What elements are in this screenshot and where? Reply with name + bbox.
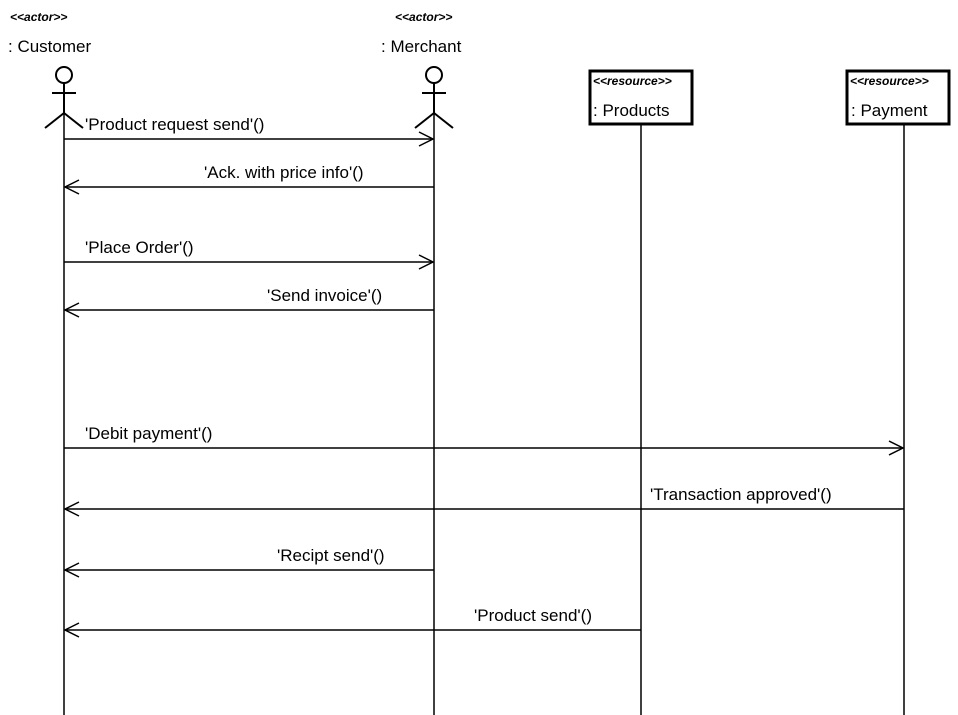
products-stereotype: <<resource>> xyxy=(593,74,672,88)
message-6-arrowhead xyxy=(63,501,80,517)
merchant-name: : Merchant xyxy=(381,37,462,56)
message-7-label: 'Recipt send'() xyxy=(277,546,385,565)
customer-name: : Customer xyxy=(8,37,91,56)
message-3-arrowhead xyxy=(418,254,435,270)
products-name: : Products xyxy=(593,101,670,120)
participant-merchant: <<actor>> : Merchant xyxy=(381,10,462,715)
customer-stereotype: <<actor>> xyxy=(10,10,67,24)
message-2: 'Ack. with price info'() xyxy=(63,163,434,195)
message-6-label: 'Transaction approved'() xyxy=(650,485,832,504)
payment-box xyxy=(845,69,951,126)
message-4-arrowhead xyxy=(63,302,80,318)
message-6: 'Transaction approved'() xyxy=(63,485,904,517)
message-8: 'Product send'() xyxy=(63,606,641,638)
merchant-stereotype: <<actor>> xyxy=(395,10,452,24)
participant-payment: <<resource>> : Payment xyxy=(845,69,951,715)
message-8-label: 'Product send'() xyxy=(474,606,592,625)
participant-customer: <<actor>> : Customer xyxy=(8,10,91,715)
message-7-arrowhead xyxy=(63,562,80,578)
payment-stereotype: <<resource>> xyxy=(850,74,929,88)
message-3-label: 'Place Order'() xyxy=(85,238,194,257)
message-7: 'Recipt send'() xyxy=(63,546,434,578)
message-1: 'Product request send'() xyxy=(64,115,435,147)
message-5-label: 'Debit payment'() xyxy=(85,424,212,443)
customer-actor-icon xyxy=(44,66,84,129)
payment-name: : Payment xyxy=(851,101,928,120)
message-2-label: 'Ack. with price info'() xyxy=(204,163,364,182)
message-5-arrowhead xyxy=(888,440,905,456)
participant-products: <<resource>> : Products xyxy=(588,69,694,715)
message-1-label: 'Product request send'() xyxy=(85,115,264,134)
message-1-arrowhead xyxy=(418,131,435,147)
merchant-actor-icon xyxy=(414,66,454,129)
products-box xyxy=(588,69,694,126)
message-5: 'Debit payment'() xyxy=(64,424,905,456)
message-4-label: 'Send invoice'() xyxy=(267,286,382,305)
message-4: 'Send invoice'() xyxy=(63,286,434,318)
message-3: 'Place Order'() xyxy=(64,238,435,270)
message-2-arrowhead xyxy=(63,179,80,195)
message-8-arrowhead xyxy=(63,622,80,638)
